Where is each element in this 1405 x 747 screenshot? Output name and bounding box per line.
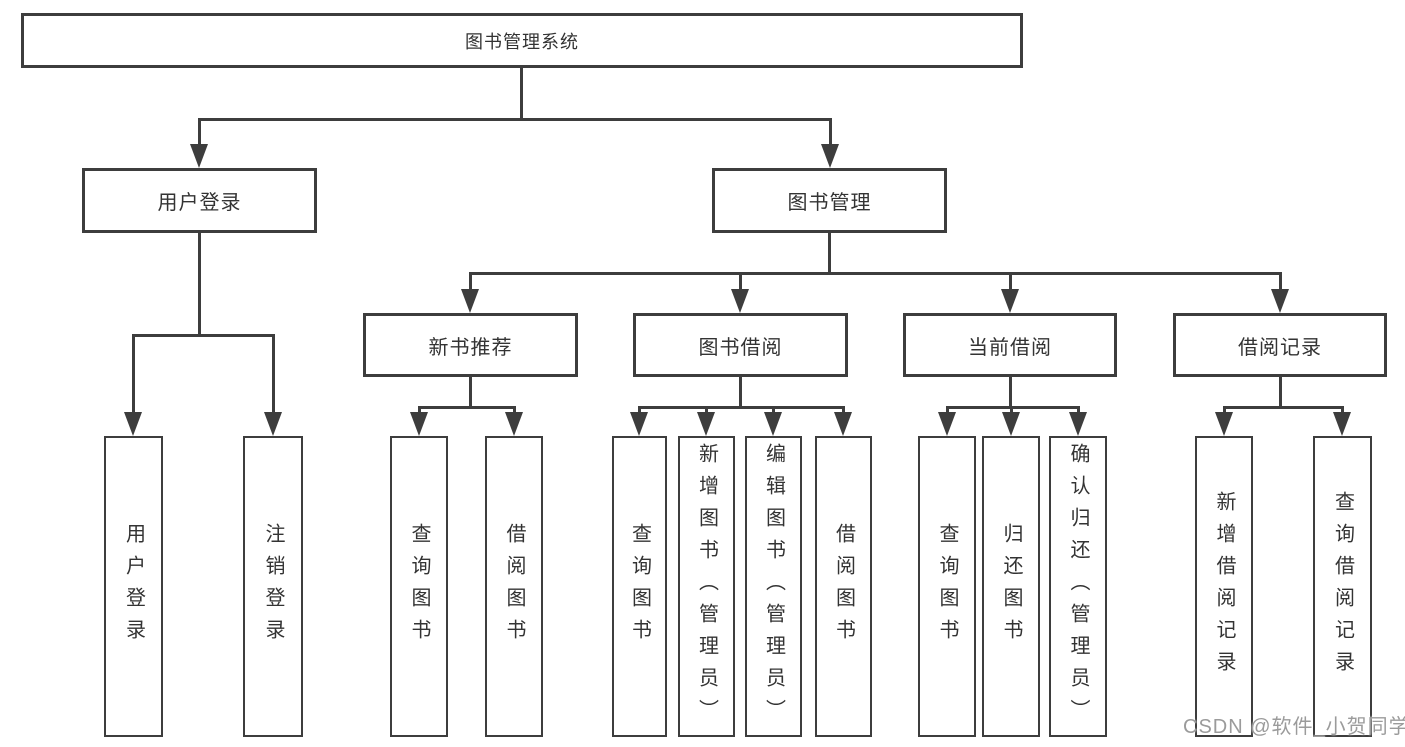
leaf-current-confirm-return-admin: 确认归还（管理员） <box>1049 436 1107 737</box>
node-borrow-records: 借阅记录 <box>1173 313 1387 377</box>
leaf-user-login: 用户登录 <box>104 436 163 737</box>
leaf-current-return-books: 归还图书 <box>982 436 1040 737</box>
arrowhead-icon <box>264 412 282 436</box>
connector-line <box>132 334 275 337</box>
leaf-newbook-query-books: 查询图书 <box>390 436 448 737</box>
connector-line <box>1279 377 1282 408</box>
arrowhead-icon <box>764 412 782 436</box>
connector-line <box>132 334 135 416</box>
connector-line <box>828 233 831 275</box>
connector-line <box>469 272 1282 275</box>
arrowhead-icon <box>124 412 142 436</box>
leaf-records-add-record: 新增借阅记录 <box>1195 436 1253 737</box>
node-user-login: 用户登录 <box>82 168 317 233</box>
arrowhead-icon <box>1001 289 1019 313</box>
arrowhead-icon <box>190 144 208 168</box>
connector-line <box>946 406 1080 409</box>
node-library-management-system: 图书管理系统 <box>21 13 1023 68</box>
arrowhead-icon <box>938 412 956 436</box>
connector-line <box>469 377 472 408</box>
arrowhead-icon <box>834 412 852 436</box>
leaf-borrow-query-books: 查询图书 <box>612 436 667 737</box>
node-book-management: 图书管理 <box>712 168 947 233</box>
arrowhead-icon <box>410 412 428 436</box>
connector-line <box>739 377 742 408</box>
arrowhead-icon <box>461 289 479 313</box>
leaf-current-query-books: 查询图书 <box>918 436 976 737</box>
node-new-book-recommend: 新书推荐 <box>363 313 578 377</box>
leaf-newbook-borrow-books: 借阅图书 <box>485 436 543 737</box>
connector-line <box>1223 406 1344 409</box>
leaf-borrow-edit-books-admin: 编辑图书（管理员） <box>745 436 802 737</box>
node-book-borrowing: 图书借阅 <box>633 313 848 377</box>
csdn-watermark: CSDN @软件_小贺同学 <box>1183 716 1405 738</box>
connector-line <box>829 118 832 150</box>
node-current-borrowing: 当前借阅 <box>903 313 1117 377</box>
connector-line <box>272 334 275 416</box>
arrowhead-icon <box>1271 289 1289 313</box>
arrowhead-icon <box>697 412 715 436</box>
connector-line <box>520 68 523 120</box>
leaf-borrow-add-books-admin: 新增图书（管理员） <box>678 436 735 737</box>
connector-line <box>198 118 832 121</box>
connector-line <box>418 406 516 409</box>
arrowhead-icon <box>505 412 523 436</box>
connector-line <box>469 272 472 295</box>
arrowhead-icon <box>1215 412 1233 436</box>
arrowhead-icon <box>821 144 839 168</box>
connector-line <box>1009 272 1012 295</box>
arrowhead-icon <box>1069 412 1087 436</box>
connector-line <box>198 233 201 336</box>
leaf-borrow-borrow-books: 借阅图书 <box>815 436 872 737</box>
arrowhead-icon <box>630 412 648 436</box>
arrowhead-icon <box>731 289 749 313</box>
leaf-logout: 注销登录 <box>243 436 303 737</box>
connector-line <box>1279 272 1282 295</box>
leaf-records-query-record: 查询借阅记录 <box>1313 436 1372 737</box>
connector-line <box>198 118 201 150</box>
connector-line <box>739 272 742 295</box>
arrowhead-icon <box>1002 412 1020 436</box>
connector-line <box>1009 377 1012 408</box>
connector-line <box>638 406 845 409</box>
arrowhead-icon <box>1333 412 1351 436</box>
